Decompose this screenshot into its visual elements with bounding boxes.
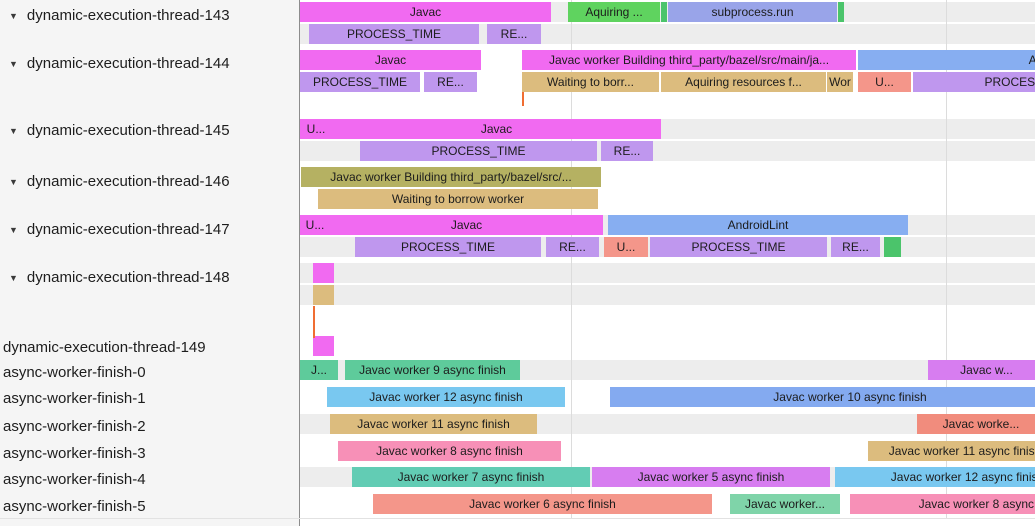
slice[interactable]: Javac worker 11 async finish bbox=[330, 414, 537, 434]
track-name: dynamic-execution-thread-148 bbox=[26, 269, 230, 286]
track-name: dynamic-execution-thread-146 bbox=[26, 173, 230, 190]
track-label-dynamic-execution-thread-149[interactable]: dynamic-execution-thread-149 bbox=[0, 338, 299, 357]
slice[interactable]: Javac worker Building third_party/bazel/… bbox=[301, 167, 601, 187]
slice[interactable]: Javac worker 11 async finish bbox=[868, 441, 1035, 461]
track-label-async-worker-finish-1[interactable]: async-worker-finish-1 bbox=[0, 389, 299, 408]
slice[interactable]: Waiting to borrow worker bbox=[318, 189, 598, 209]
slice[interactable]: Javac worker 6 async finish bbox=[373, 494, 712, 514]
slice[interactable]: RE... bbox=[487, 24, 541, 44]
slice[interactable]: Javac bbox=[332, 119, 661, 139]
slice[interactable] bbox=[838, 2, 844, 22]
track-name: async-worker-finish-0 bbox=[3, 364, 146, 381]
gridline bbox=[571, 0, 572, 518]
track-name: dynamic-execution-thread-143 bbox=[26, 7, 230, 24]
collapse-icon[interactable]: ▼ bbox=[9, 176, 18, 187]
track-label-dynamic-execution-thread-143[interactable]: ▼ dynamic-execution-thread-143 bbox=[0, 6, 299, 25]
slice[interactable]: RE... bbox=[601, 141, 653, 161]
slice[interactable]: Javac worker... bbox=[730, 494, 840, 514]
lane-background bbox=[300, 263, 1035, 283]
collapse-icon[interactable]: ▼ bbox=[9, 58, 18, 69]
track-name: async-worker-finish-5 bbox=[3, 498, 146, 515]
track-label-dynamic-execution-thread-146[interactable]: ▼ dynamic-execution-thread-146 bbox=[0, 172, 299, 191]
slice[interactable]: Aquiring resources f... bbox=[661, 72, 826, 92]
slice[interactable] bbox=[313, 336, 334, 356]
slice[interactable] bbox=[884, 237, 901, 257]
slice[interactable]: Javac worker 12 async finish bbox=[327, 387, 565, 407]
slice[interactable]: PROCESS_TIME bbox=[650, 237, 827, 257]
slice[interactable] bbox=[313, 263, 334, 283]
track-name: async-worker-finish-2 bbox=[3, 418, 146, 435]
slice[interactable]: Javac worker 12 async finish bbox=[835, 467, 1035, 487]
slice[interactable] bbox=[661, 2, 667, 22]
slice[interactable]: Javac worker 8 async finish bbox=[850, 494, 1035, 514]
slice[interactable]: AndroidLint bbox=[608, 215, 908, 235]
track-label-dynamic-execution-thread-147[interactable]: ▼ dynamic-execution-thread-147 bbox=[0, 220, 299, 239]
collapse-icon[interactable]: ▼ bbox=[9, 10, 18, 21]
slice[interactable]: Javac bbox=[300, 2, 551, 22]
slice[interactable]: Javac bbox=[300, 50, 481, 70]
track-name: dynamic-execution-thread-147 bbox=[26, 221, 230, 238]
slice[interactable]: PROCESS_TIME bbox=[309, 24, 479, 44]
track-label-dynamic-execution-thread-148[interactable]: ▼ dynamic-execution-thread-148 bbox=[0, 268, 299, 287]
track-label-async-worker-finish-2[interactable]: async-worker-finish-2 bbox=[0, 417, 299, 436]
lane-background bbox=[300, 285, 1035, 305]
lane-background bbox=[300, 24, 1035, 44]
slice[interactable]: U... bbox=[604, 237, 648, 257]
slice[interactable]: Wor bbox=[827, 72, 853, 92]
track-label-async-worker-finish-3[interactable]: async-worker-finish-3 bbox=[0, 444, 299, 463]
track-label-dynamic-execution-thread-144[interactable]: ▼ dynamic-execution-thread-144 bbox=[0, 54, 299, 73]
slice[interactable]: U... bbox=[300, 215, 330, 235]
slice[interactable]: Javac worker Building third_party/bazel/… bbox=[522, 50, 856, 70]
slice[interactable]: PROCESS_TIME bbox=[913, 72, 1035, 92]
slice[interactable]: RE... bbox=[424, 72, 477, 92]
slice[interactable]: Waiting to borr... bbox=[522, 72, 659, 92]
collapse-icon[interactable]: ▼ bbox=[9, 224, 18, 235]
slice[interactable]: Javac worker 5 async finish bbox=[592, 467, 830, 487]
slice[interactable]: Javac worke... bbox=[917, 414, 1035, 434]
slice[interactable]: Javac worker 8 async finish bbox=[338, 441, 561, 461]
flow-tick bbox=[313, 306, 315, 338]
slice[interactable]: PROCESS_TIME bbox=[360, 141, 597, 161]
slice[interactable]: Javac worker 7 async finish bbox=[352, 467, 590, 487]
slice[interactable]: PROCESS_TIME bbox=[355, 237, 541, 257]
slice[interactable]: Javac worker 9 async finish bbox=[345, 360, 520, 380]
track-name: dynamic-execution-thread-149 bbox=[3, 339, 206, 356]
slice[interactable]: Javac worker 10 async finish bbox=[610, 387, 1035, 407]
slice[interactable]: RE... bbox=[546, 237, 599, 257]
track-name: async-worker-finish-3 bbox=[3, 445, 146, 462]
flow-tick bbox=[522, 92, 524, 106]
bottom-divider bbox=[0, 518, 1035, 519]
slice[interactable]: subprocess.run bbox=[668, 2, 837, 22]
track-name: async-worker-finish-1 bbox=[3, 390, 146, 407]
slice[interactable]: U... bbox=[300, 119, 332, 139]
slice[interactable]: U... bbox=[858, 72, 911, 92]
collapse-icon[interactable]: ▼ bbox=[9, 272, 18, 283]
track-label-async-worker-finish-0[interactable]: async-worker-finish-0 bbox=[0, 363, 299, 382]
slice[interactable]: PROCESS_TIME bbox=[300, 72, 420, 92]
slice[interactable]: AndroidLint bbox=[858, 50, 1035, 70]
track-name: dynamic-execution-thread-144 bbox=[26, 55, 230, 72]
slice[interactable]: Javac bbox=[330, 215, 603, 235]
slice[interactable]: Aquiring ... bbox=[568, 2, 660, 22]
track-label-async-worker-finish-4[interactable]: async-worker-finish-4 bbox=[0, 470, 299, 489]
slice[interactable]: RE... bbox=[831, 237, 880, 257]
collapse-icon[interactable]: ▼ bbox=[9, 125, 18, 136]
sidebar-tracks: ▼ dynamic-execution-thread-143 ▼ dynamic-ex… bbox=[0, 0, 300, 526]
gridline bbox=[946, 0, 947, 518]
slice[interactable]: Javac w... bbox=[928, 360, 1035, 380]
track-name: dynamic-execution-thread-145 bbox=[26, 122, 230, 139]
slice[interactable] bbox=[313, 285, 334, 305]
track-name: async-worker-finish-4 bbox=[3, 471, 146, 488]
track-label-async-worker-finish-5[interactable]: async-worker-finish-5 bbox=[0, 497, 299, 516]
track-label-dynamic-execution-thread-145[interactable]: ▼ dynamic-execution-thread-145 bbox=[0, 121, 299, 140]
slice[interactable]: J... bbox=[300, 360, 338, 380]
